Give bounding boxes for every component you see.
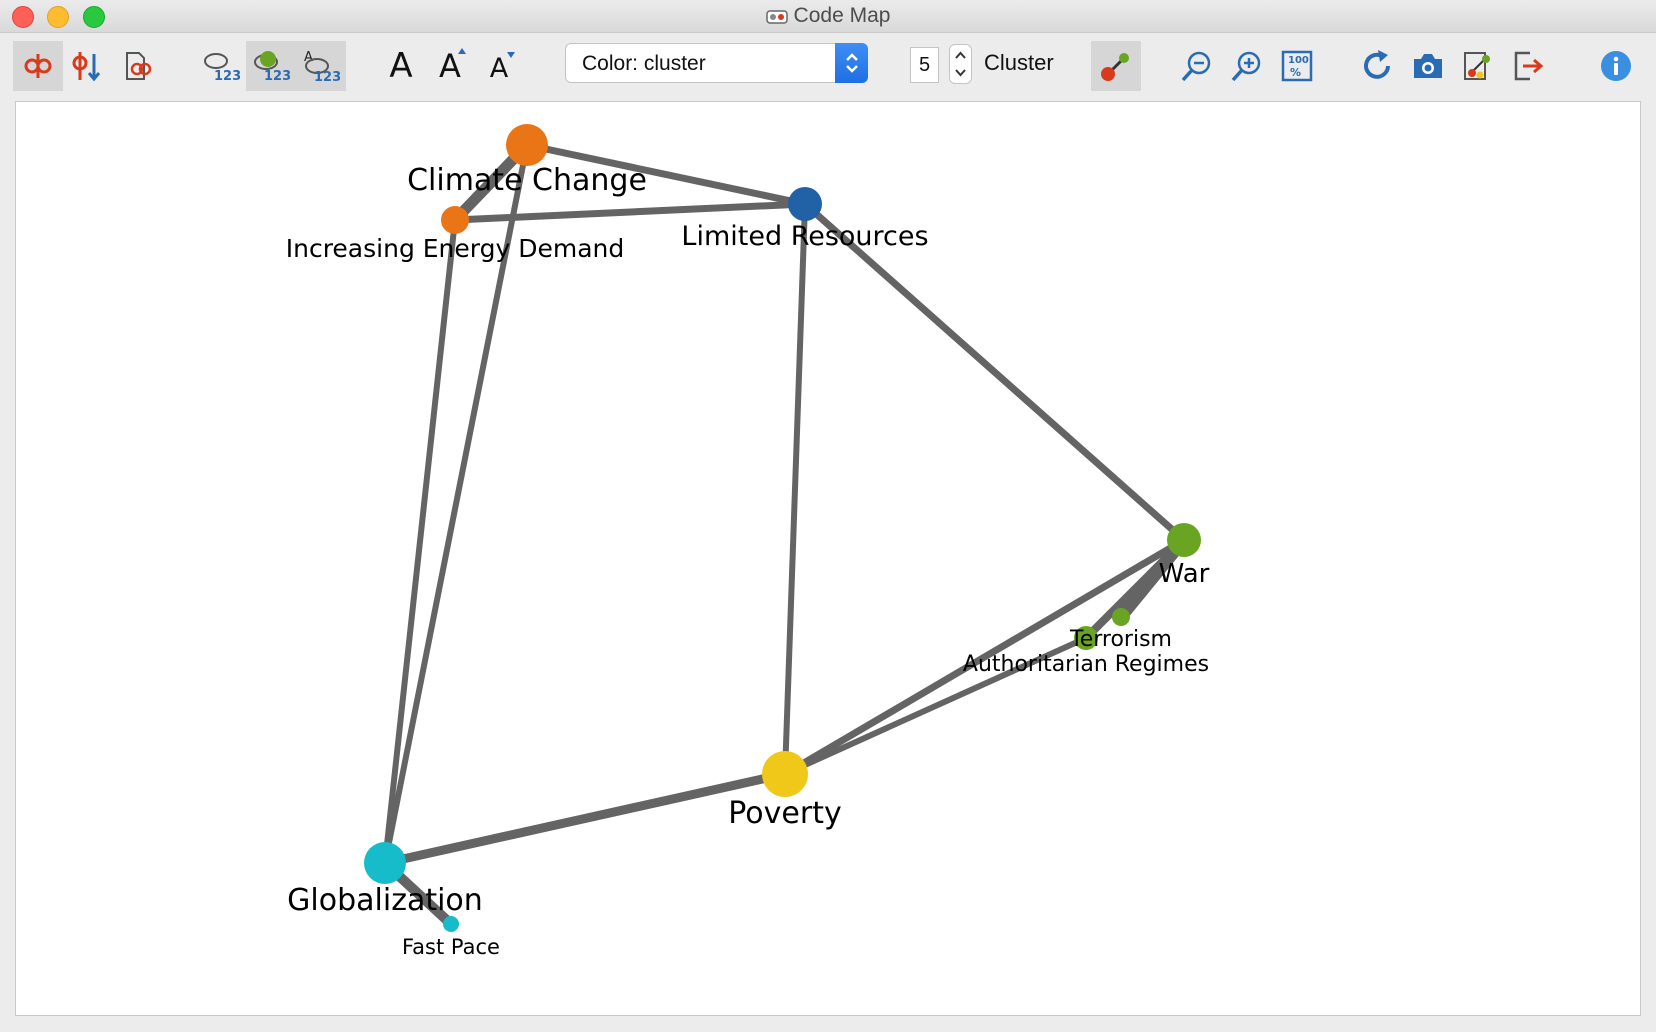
node-globalization[interactable]: [364, 842, 406, 884]
link-codes-icon: [24, 54, 52, 78]
document-codes-button[interactable]: [113, 41, 163, 91]
select-arrows-icon: [835, 43, 868, 83]
svg-text:123: 123: [214, 69, 240, 83]
node-climate[interactable]: [506, 124, 548, 166]
code-map-app-icon: [765, 7, 788, 31]
info-button[interactable]: [1591, 41, 1641, 91]
edge-resources-poverty[interactable]: [782, 203, 808, 775]
node-frequency-icon: 123: [254, 51, 290, 83]
minimize-window-button[interactable]: [47, 6, 69, 28]
font-default-label: A: [389, 46, 413, 86]
svg-text:%: %: [1290, 66, 1301, 79]
camera-icon: [1414, 54, 1442, 78]
edge-war-poverty[interactable]: [783, 536, 1186, 778]
map-nodes: [364, 124, 1201, 932]
show-frequency-button[interactable]: 123: [196, 41, 246, 91]
svg-text:A: A: [304, 50, 313, 65]
color-mode-select[interactable]: Color: cluster: [565, 43, 868, 83]
svg-text:123: 123: [264, 69, 290, 83]
edge-energy-resources[interactable]: [454, 200, 806, 224]
zoom-out-button[interactable]: [1172, 41, 1222, 91]
cluster-count-field[interactable]: 5: [910, 47, 939, 83]
zoom-in-icon: [1231, 51, 1261, 82]
export-map-icon: [1464, 52, 1490, 80]
sort-codes-icon: [72, 52, 101, 82]
zoom-out-icon: [1181, 51, 1211, 82]
cluster-label: Cluster: [984, 50, 1054, 75]
cluster-count-stepper[interactable]: [949, 44, 972, 84]
font-increase-button[interactable]: A: [425, 41, 475, 91]
link-codes-button[interactable]: [13, 41, 63, 91]
color-mode-value: Color: cluster: [582, 52, 706, 75]
node-label-fastpace[interactable]: Fast Pace: [402, 935, 500, 959]
node-label-climate[interactable]: Climate Change: [407, 163, 647, 198]
edge-war-authoritarian[interactable]: [1083, 537, 1187, 641]
stepper-arrows-icon: [955, 51, 966, 77]
sort-codes-button[interactable]: [62, 41, 112, 91]
cluster-color-button[interactable]: [1091, 41, 1141, 91]
node-resources[interactable]: [788, 187, 822, 221]
zoom-100-icon: 100%: [1281, 50, 1313, 82]
caret-down-icon: [507, 52, 515, 58]
node-energy[interactable]: [441, 206, 469, 234]
node-authoritarian[interactable]: [1074, 626, 1098, 650]
document-codes-icon: [126, 52, 152, 80]
font-increase-label: A: [439, 47, 461, 85]
node-poverty[interactable]: [762, 751, 808, 797]
edge-authoritarian-poverty[interactable]: [783, 635, 1088, 777]
export-map-button[interactable]: [1453, 41, 1503, 91]
close-window-button[interactable]: [12, 6, 34, 28]
node-label-poverty[interactable]: Poverty: [728, 796, 841, 831]
caret-up-icon: [458, 48, 466, 54]
refresh-button[interactable]: [1353, 41, 1403, 91]
zoom-in-button[interactable]: [1222, 41, 1272, 91]
window-title-text: Code Map: [793, 4, 891, 27]
node-label-terrorism[interactable]: Terrorism: [1069, 627, 1172, 652]
edge-energy-globalization[interactable]: [382, 219, 458, 864]
refresh-icon: [1364, 50, 1390, 79]
exit-button[interactable]: [1503, 41, 1553, 91]
zoom-100-button[interactable]: 100%: [1272, 41, 1322, 91]
svg-text:100: 100: [1288, 55, 1309, 66]
node-war[interactable]: [1167, 523, 1201, 557]
edge-climate-globalization[interactable]: [382, 144, 530, 864]
zoom-window-button[interactable]: [83, 6, 105, 28]
node-label-energy[interactable]: Increasing Energy Demand: [286, 234, 625, 263]
node-fastpace[interactable]: [443, 916, 459, 932]
edge-climate-resources[interactable]: [526, 141, 806, 208]
svg-text:123: 123: [314, 70, 340, 83]
node-label-resources[interactable]: Limited Resources: [681, 221, 928, 252]
edge-resources-war[interactable]: [802, 201, 1187, 543]
cluster-link-icon: [1101, 53, 1129, 81]
frequency-icon: 123: [204, 53, 240, 83]
show-node-frequency-button[interactable]: 123: [246, 41, 296, 91]
info-icon: [1601, 51, 1631, 81]
title-bar: Code Map: [0, 0, 1656, 33]
screenshot-button[interactable]: [1403, 41, 1453, 91]
exit-icon: [1514, 51, 1544, 81]
font-decrease-label: A: [489, 52, 509, 84]
node-label-authoritarian[interactable]: Authoritarian Regimes: [963, 652, 1209, 677]
edge-poverty-globalization[interactable]: [384, 769, 786, 868]
node-label-globalization[interactable]: Globalization: [287, 883, 483, 918]
node-terrorism[interactable]: [1112, 608, 1130, 626]
node-label-war[interactable]: War: [1159, 559, 1210, 589]
font-decrease-button[interactable]: A: [474, 41, 524, 91]
window-title: Code Map: [0, 4, 1656, 31]
font-default-button[interactable]: A: [376, 41, 426, 91]
